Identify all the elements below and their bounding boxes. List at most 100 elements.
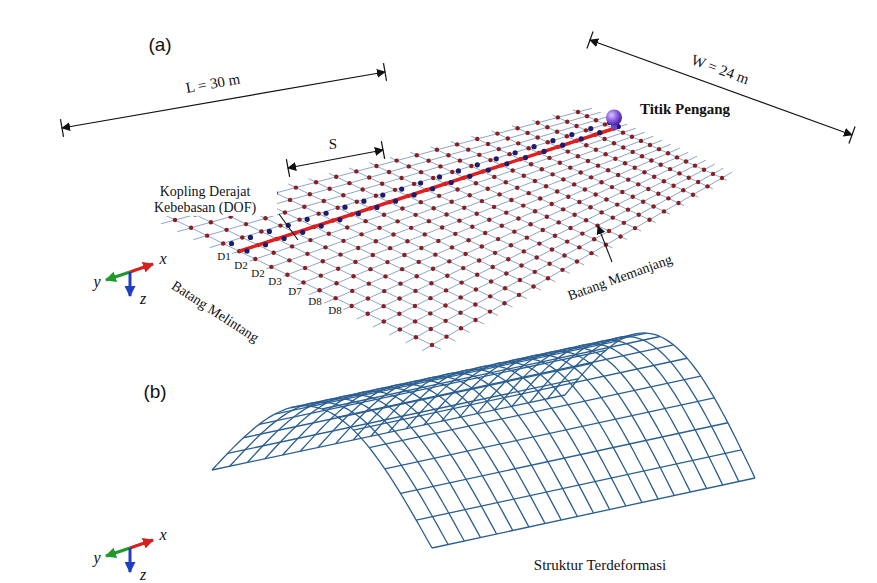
grid-node — [525, 235, 529, 239]
grid-node — [677, 171, 681, 175]
deformed-mesh — [212, 333, 755, 548]
grid-node — [405, 239, 409, 243]
transverse-member — [451, 141, 641, 231]
leader-line — [598, 226, 612, 262]
grid-node — [308, 238, 312, 242]
grid-node — [244, 222, 248, 226]
grid-node — [517, 293, 521, 297]
grid-node — [546, 276, 550, 280]
grid-node — [631, 195, 635, 199]
coupling-dot — [430, 186, 435, 191]
coupling-dot — [342, 205, 347, 210]
grid-node — [294, 185, 298, 189]
grid-node — [413, 304, 417, 308]
grid-node — [423, 232, 427, 236]
grid-node — [510, 168, 514, 172]
grid-node — [440, 225, 444, 229]
transverse-member — [288, 184, 527, 299]
coupling-dot — [337, 217, 342, 222]
dimension-tick — [587, 32, 593, 49]
deformed-transverse-member — [336, 380, 546, 523]
grid-node — [444, 212, 448, 216]
grid-node — [253, 257, 257, 261]
grid-node — [475, 137, 479, 141]
transverse-member — [431, 147, 627, 240]
longitudinal-member — [422, 172, 732, 351]
coupling-dot — [281, 236, 286, 241]
grid-node — [657, 147, 661, 151]
coupling-dot — [267, 229, 272, 234]
coupling-dot — [560, 143, 565, 148]
grid-node — [374, 194, 378, 198]
grid-node — [419, 200, 423, 204]
coupling-dot — [579, 136, 584, 141]
grid-node — [553, 234, 557, 238]
grid-node — [681, 188, 685, 192]
dimension-tick — [60, 119, 63, 137]
grid-node — [334, 175, 338, 179]
grid-node — [382, 213, 386, 217]
node-id-label: D7 — [286, 285, 303, 298]
grid-node — [350, 289, 354, 293]
grid-node — [557, 220, 561, 224]
coupling-dot — [541, 149, 546, 154]
longitudinal-member — [389, 164, 714, 335]
grid-node — [550, 172, 554, 176]
grid-node — [341, 193, 345, 197]
axis-label: z — [138, 566, 148, 583]
grid-node — [584, 128, 588, 132]
grid-node — [529, 162, 533, 166]
transverse-member — [369, 163, 584, 265]
grid-node — [341, 239, 345, 243]
coupling-dot — [263, 242, 268, 247]
grid-node — [360, 187, 364, 191]
grid-node — [586, 159, 590, 163]
coupling-dot — [456, 168, 461, 173]
grid-node — [613, 157, 617, 161]
grid-node — [621, 145, 625, 149]
grid-node — [436, 239, 440, 243]
grid-node — [466, 147, 470, 151]
grid-node — [429, 327, 433, 331]
grid-node — [606, 168, 610, 172]
longitudinal-member — [373, 160, 706, 327]
dimension-tick — [381, 141, 384, 159]
grid-node — [366, 312, 370, 316]
grid-node — [477, 258, 481, 262]
grid-node — [497, 192, 501, 196]
grid-node — [671, 184, 675, 188]
grid-node — [388, 246, 392, 250]
grid-node — [603, 152, 607, 156]
grid-node — [474, 181, 478, 185]
dimension-line — [590, 40, 852, 135]
grid-node — [459, 295, 463, 299]
grid-node — [429, 281, 433, 285]
grid-node — [612, 141, 616, 145]
grid-node — [647, 218, 651, 222]
grid-node — [302, 205, 306, 209]
grid-node — [504, 271, 508, 275]
grid-node — [374, 239, 378, 243]
grid-node — [585, 114, 589, 118]
grid-node — [512, 229, 516, 233]
grid-node — [565, 120, 569, 124]
grid-node — [533, 270, 537, 274]
grid-node — [443, 303, 447, 307]
transverse-member — [532, 120, 698, 197]
grid-node — [415, 274, 419, 278]
coupling-dot — [523, 155, 528, 160]
grid-node — [515, 186, 519, 190]
longitudinal-member — [226, 124, 627, 255]
grid-node — [555, 189, 559, 193]
grid-node — [455, 142, 459, 146]
coupling-dot — [504, 161, 509, 166]
grid-node — [305, 252, 309, 256]
z-axis-arrow — [129, 548, 132, 572]
grid-node — [589, 175, 593, 179]
transverse-member — [512, 126, 684, 206]
transverse-member — [349, 168, 570, 273]
grid-node — [334, 281, 338, 285]
grid-node — [431, 267, 435, 271]
grid-node — [367, 281, 371, 285]
